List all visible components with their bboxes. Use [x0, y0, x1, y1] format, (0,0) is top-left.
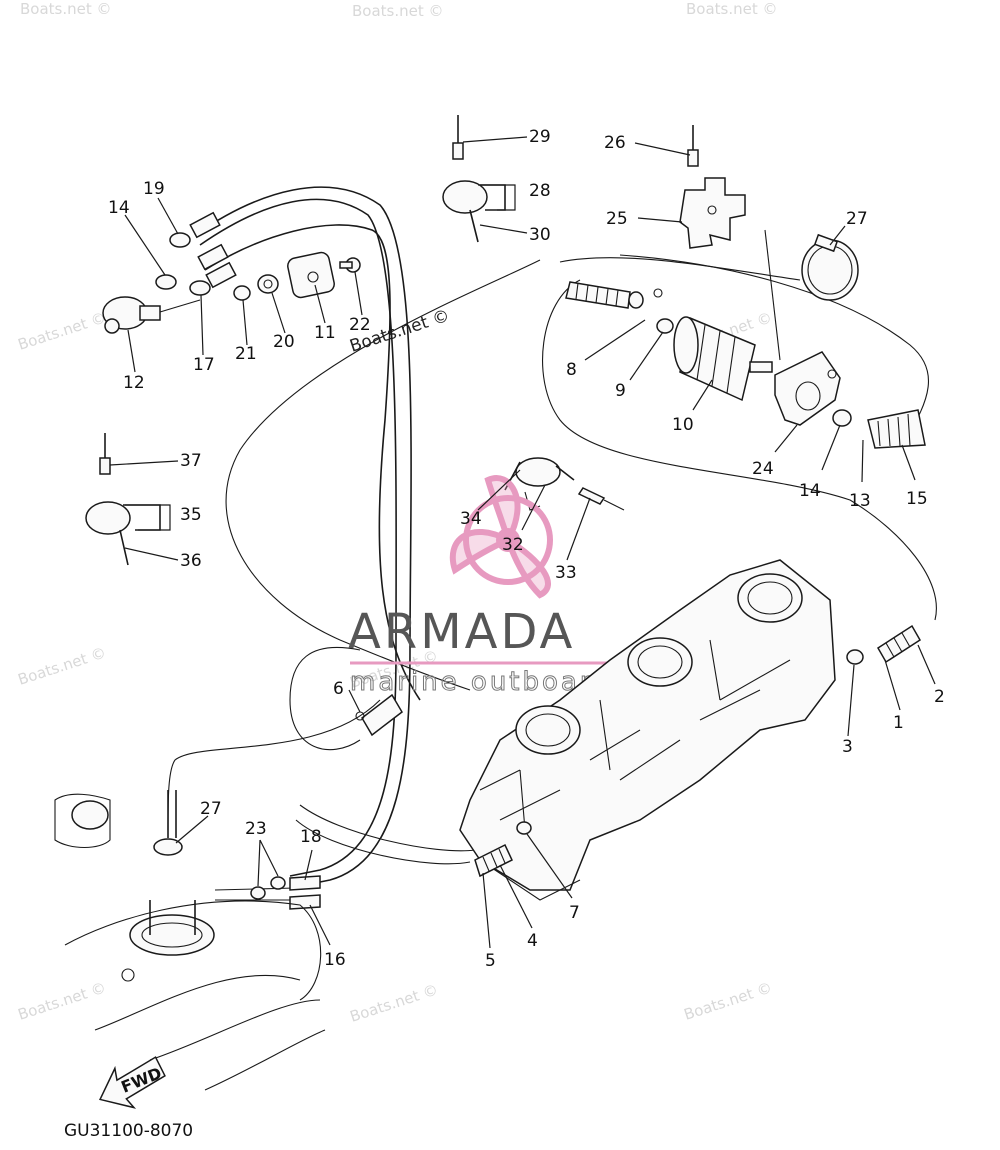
callout-6: 6	[333, 679, 344, 699]
callout-25: 25	[606, 209, 628, 229]
callout-9: 9	[615, 381, 626, 401]
callout-28: 27	[846, 209, 868, 229]
callout-12: 12	[123, 373, 145, 393]
ribbed-hose-ends	[355, 624, 922, 878]
callout-19: 19	[143, 179, 165, 199]
bracket-35-36-37	[85, 433, 161, 566]
callout-22: 22	[349, 315, 371, 335]
callout-21: 21	[235, 344, 257, 364]
callout-27: 27	[200, 799, 222, 819]
callout-11: 11	[314, 323, 336, 343]
callout-32: 32	[502, 535, 524, 555]
watermark: Boats.net ©	[16, 978, 109, 1023]
watermark: Boats.net ©	[20, 0, 112, 18]
watermark: Boats.net ©	[686, 0, 778, 18]
callout-23: 23	[245, 819, 267, 839]
watermark: Boats.net ©	[16, 643, 109, 688]
fwd-arrow: FWD	[98, 1056, 166, 1109]
callout-30: 29	[529, 127, 551, 147]
fuel-tank-area	[54, 790, 326, 1091]
leader-lines	[109, 136, 936, 949]
carburetor-block	[459, 559, 864, 901]
watermark: Boats.net ©	[16, 308, 109, 353]
hose-ends	[189, 211, 237, 289]
clips-19-17	[155, 232, 211, 296]
callout-8: 8	[566, 360, 577, 380]
callout-7: 7	[569, 903, 580, 923]
propeller-logo-icon	[449, 475, 553, 599]
callout-4: 4	[527, 931, 538, 951]
callout-2: 2	[934, 687, 945, 707]
callout-17: 17	[193, 355, 215, 375]
callout-36: 36	[180, 551, 202, 571]
callout-10: 10	[672, 415, 694, 435]
callout-1: 1	[893, 713, 904, 733]
callout-5: 5	[485, 951, 496, 971]
bracket-32-33-34	[504, 457, 625, 511]
callout-33: 33	[555, 563, 577, 583]
fuel-filter-assembly	[565, 281, 926, 449]
callout-14-right: 14	[799, 481, 821, 501]
callout-18: 18	[300, 827, 322, 847]
brand-name: ARMADA	[348, 604, 575, 660]
diagram-code: GU31100-8070	[64, 1121, 193, 1141]
watermark: Boats.net ©	[348, 980, 441, 1025]
callout-numbers: 29 28 30 26 25 27 19 14 17 21 20 11 22 1…	[108, 127, 945, 971]
callout-24: 24	[752, 459, 774, 479]
callout-3: 3	[842, 737, 853, 757]
callout-14-top: 14	[108, 198, 130, 218]
part-12-valve	[102, 296, 201, 334]
bracket-25-26	[679, 125, 781, 361]
callout-13: 13	[849, 491, 871, 511]
watermark: Boats.net ©	[682, 978, 775, 1023]
small-parts-row	[233, 251, 361, 301]
callout-29: 28	[529, 181, 551, 201]
callout-35: 35	[180, 505, 202, 525]
callout-20: 20	[273, 332, 295, 352]
callout-31: 30	[529, 225, 551, 245]
callout-37: 37	[180, 451, 202, 471]
bracket-29-30-31	[442, 115, 506, 243]
callout-34: 34	[460, 509, 482, 529]
part-28-clamp	[801, 233, 859, 301]
callout-16: 16	[324, 950, 346, 970]
watermark: Boats.net ©	[352, 2, 444, 20]
callout-26: 26	[604, 133, 626, 153]
callout-15: 15	[906, 489, 928, 509]
